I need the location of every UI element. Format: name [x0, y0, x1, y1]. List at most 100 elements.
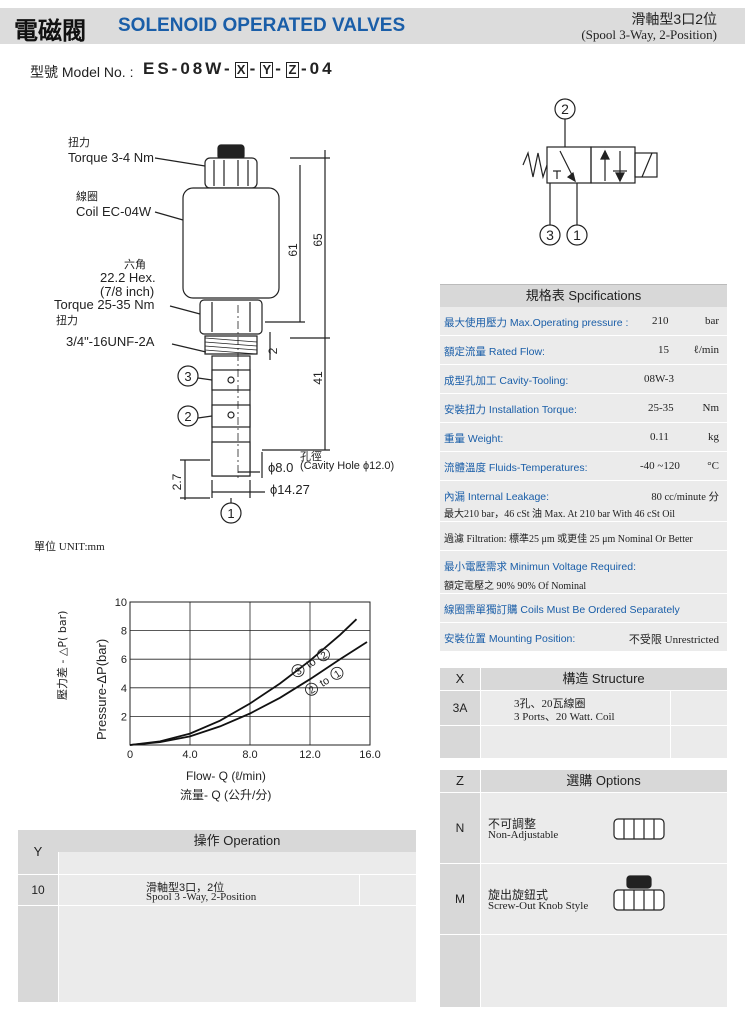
option-cn-m: 旋出旋鈕式: [488, 888, 549, 902]
dim-61: 61: [286, 243, 300, 257]
operation-table: Y 操作 Operation 10 滑軸型3口，2位 Spool 3 -Way,…: [18, 830, 416, 1002]
header-subtitle-cn: 滑軸型3口2位: [631, 11, 717, 27]
model-sep: -: [275, 59, 284, 78]
operation-en: Spool 3 -Way, 2-Position: [146, 891, 257, 903]
hole-cn: 孔徑: [300, 451, 322, 463]
hex-inch-label: (7/8 inch): [100, 284, 155, 299]
spec-label: 最大使用壓力 Max.Operating pressure :: [444, 317, 629, 329]
dim-41: 41: [311, 371, 325, 385]
port-2-label: 2: [184, 409, 191, 424]
torque-hex-cn: 扭力: [56, 315, 78, 327]
chart-xlabel-cn: 流量- Q (公升/分): [180, 788, 272, 802]
thread-label: 3/4"-16UNF-2A: [66, 334, 155, 349]
table-row: 3A 3孔、20瓦線圈 3 Ports、20 Watt. Coil: [440, 690, 727, 725]
knob-shape: [217, 144, 245, 160]
spec-value: 08W-3: [644, 373, 674, 385]
model-x-box: X: [234, 62, 248, 78]
dim-2: 2: [266, 347, 280, 354]
model-y-box: Y: [260, 62, 274, 78]
operation-cn: 滑軸型3口，2位: [146, 882, 225, 894]
filtration-label: 過濾 Filtration: 標準25 μm 或更佳 25 μm Nominal…: [444, 534, 693, 545]
chart-y-tick: 4: [121, 683, 127, 695]
spec-value: 25-35: [648, 402, 674, 414]
spec-row: 安裝位置 Mounting Position: 不受限 Unrestricted: [440, 623, 727, 652]
chart-ylabel-cn: 壓力差 - △P( bar): [56, 610, 69, 700]
symbol-port-1: 1: [573, 227, 581, 243]
spec-label: 重量 Weight:: [444, 433, 504, 445]
spec-row: 流體溫度 Fluids-Temperatures:-40 ~120°C: [440, 452, 727, 481]
spec-row: 過濾 Filtration: 標準25 μm 或更佳 25 μm Nominal…: [440, 522, 727, 551]
option-en-n: Non-Adjustable: [488, 829, 559, 841]
spec-unit: Nm: [702, 402, 720, 414]
coil-label: Coil EC-04W: [76, 204, 152, 219]
symbol-port-3: 3: [546, 227, 554, 243]
minvolt-label: 最小電壓需求 Minimun Voltage Required:: [444, 561, 636, 573]
mount-value: 不受限 Unrestricted: [628, 634, 719, 646]
port-3-circle: [177, 365, 199, 387]
series-label-circle: [305, 682, 318, 696]
chart-x-tick: 12.0: [299, 749, 320, 761]
spec-label: 成型孔加工 Cavity-Tooling:: [444, 375, 569, 387]
spring-icon: [522, 150, 548, 180]
series-label-circle: [316, 648, 330, 662]
dia-8-label: ϕ8.0: [268, 460, 294, 475]
chart-series-group: [129, 618, 368, 746]
cavity-label: (Cavity Hole ϕ12.0): [300, 460, 395, 472]
port-3-label: 3: [184, 369, 191, 384]
model-suffix: -04: [300, 59, 335, 78]
series-label-to: to: [318, 675, 332, 690]
model-prefix: ES-08W-: [143, 59, 233, 78]
dim-65: 65: [311, 233, 325, 247]
coil-body: [182, 187, 280, 299]
spec-row: 成型孔加工 Cavity-Tooling: 08W-3: [440, 365, 727, 394]
spec-row: 最小電壓需求 Minimun Voltage Required: 額定電壓之 90…: [440, 551, 727, 594]
spec-value: 15: [658, 344, 669, 356]
table-row: [440, 934, 727, 1007]
table-row: 10 滑軸型3口，2位 Spool 3 -Way, 2-Position: [18, 874, 416, 905]
minvolt-sub: 額定電壓之 90% 90% Of Nominal: [444, 581, 587, 592]
spec-label: 額定流量 Rated Flow:: [444, 346, 545, 358]
spec-label: 安裝扭力 Installation Torque:: [444, 404, 577, 416]
knob-nut-icon: [613, 875, 665, 911]
dim-2-7: 2.7: [170, 473, 184, 490]
mount-label: 安裝位置 Mounting Position:: [444, 633, 576, 645]
chart-x-tick: 8.0: [242, 749, 257, 761]
operation-col-title: 操作 Operation: [58, 830, 416, 852]
top-nut: [204, 157, 258, 189]
leak-sub: 最大210 bar，46 cSt 油 Max. At 210 bar With …: [444, 509, 676, 520]
spec-unit: kg: [708, 431, 719, 443]
chart-x-tick: 4.0: [182, 749, 197, 761]
series-label-circle: [291, 664, 305, 678]
spec-unit: °C: [707, 460, 719, 472]
spec-unit: bar: [704, 315, 719, 327]
series-label-circle: [330, 666, 344, 680]
chart-series-line-2to1: [129, 641, 368, 746]
chart-y-tick: 10: [115, 597, 127, 609]
unit-label: 單位 UNIT:mm: [34, 541, 105, 553]
header-title-cn: 電磁閥: [14, 18, 86, 45]
spec-unit: ℓ/min: [693, 344, 719, 356]
torque-hex-label: Torque 25-35 Nm: [54, 297, 155, 312]
model-sep: -: [249, 59, 259, 78]
symbol-port-2: 2: [561, 101, 569, 117]
operation-code: 10: [18, 875, 59, 905]
option-cn-n: 不可調整: [488, 817, 537, 831]
options-col-z: Z: [440, 770, 481, 792]
hex-nut: [199, 299, 263, 335]
chart-xlabel: Flow- Q (ℓ/min): [186, 769, 266, 783]
model-code: ES-08W-X-Y-Z-04: [143, 59, 335, 79]
structure-en: 3 Ports、20 Watt. Coil: [514, 711, 615, 723]
port-1-circle: [220, 502, 242, 524]
header-bar: [0, 8, 745, 44]
table-row: [18, 905, 416, 1002]
spec-row: 內漏 Internal Leakage:80 cc/minute 分最大210 …: [440, 481, 727, 522]
spec-title: 規格表 Spcifications: [440, 284, 727, 307]
chart-x-tick: 0: [127, 749, 133, 761]
spec-label: 流體溫度 Fluids-Temperatures:: [444, 462, 588, 474]
